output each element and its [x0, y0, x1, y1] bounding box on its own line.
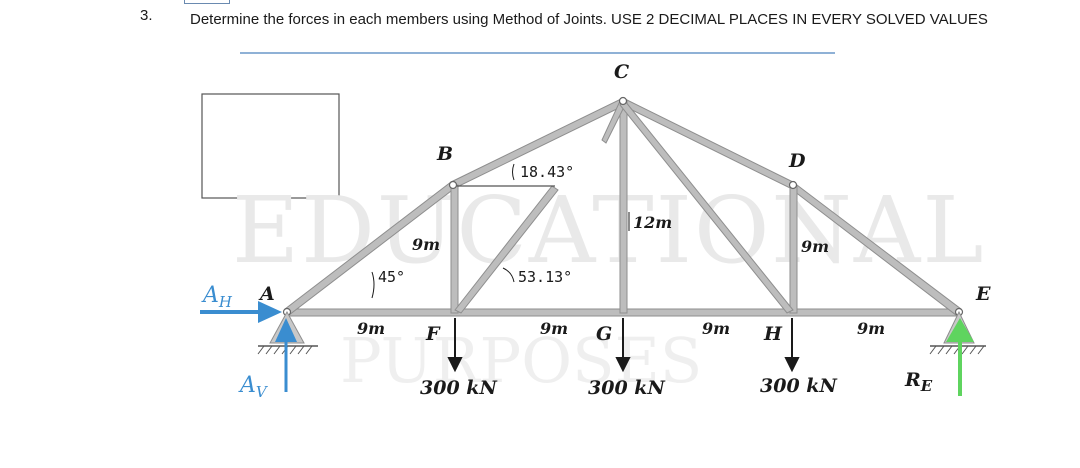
dim-GH: 9m: [702, 319, 730, 338]
member-CG: [619, 100, 628, 314]
joint-B-pin: [448, 180, 458, 190]
reaction-E-arrow: [946, 318, 974, 396]
dim-FB: 9m: [412, 235, 440, 254]
load-F-arrowhead: [447, 357, 463, 373]
joint-A-label: A: [258, 283, 275, 305]
reaction-A-horizontal-arrow: [200, 301, 282, 323]
member-CD: [619, 97, 794, 189]
joint-D-label: D: [788, 150, 806, 172]
joint-D-pin: [788, 180, 798, 190]
load-G-arrowhead: [615, 357, 631, 373]
joint-C-pin: [618, 96, 628, 106]
angle-A-label: 45°: [378, 268, 405, 286]
answer-box: [201, 93, 340, 199]
joint-G-label: G: [596, 323, 612, 345]
angle-F-arc: [502, 267, 515, 283]
load-G-label: 300 kN: [588, 377, 665, 399]
watermark-line2: PURPOSES: [340, 324, 702, 397]
reaction-A-vertical-arrow: [275, 318, 297, 392]
reaction-E-label: RE: [904, 369, 933, 395]
dim-HE: 9m: [857, 319, 885, 338]
angle-F-label: 53.13°: [518, 268, 572, 286]
member-BF: [450, 184, 459, 314]
load-H-label: 300 kN: [760, 375, 837, 397]
dim-GC: 12m: [633, 213, 672, 232]
angle-A-arc: [371, 271, 375, 299]
reaction-A-vertical-label: AV: [238, 373, 269, 401]
header-bracket: [184, 0, 230, 4]
load-F-label: 300 kN: [420, 377, 497, 399]
reaction-A-horizontal-label: AH: [201, 283, 233, 311]
joint-C-label: C: [614, 61, 629, 83]
joint-F-label: F: [425, 323, 441, 345]
watermark-line1: EDUCATIONAL: [232, 177, 985, 284]
joint-E-label: E: [975, 283, 991, 305]
dim-HD: 9m: [801, 237, 829, 256]
angle-B-arc: [512, 163, 515, 181]
joint-H-label: H: [763, 323, 783, 345]
question-number: 3.: [140, 7, 153, 24]
question-text: Determine the forces in each members usi…: [190, 11, 988, 28]
member-FC-lower: [454, 185, 559, 314]
dim-AF: 9m: [357, 319, 385, 338]
truss-members: [284, 97, 962, 317]
dim-FG: 9m: [540, 319, 568, 338]
member-DH: [789, 184, 798, 314]
joint-B-label: B: [436, 143, 453, 165]
load-H-arrowhead: [784, 357, 800, 373]
angle-B-label: 18.43°: [520, 163, 574, 181]
load-arrows: [447, 318, 800, 373]
